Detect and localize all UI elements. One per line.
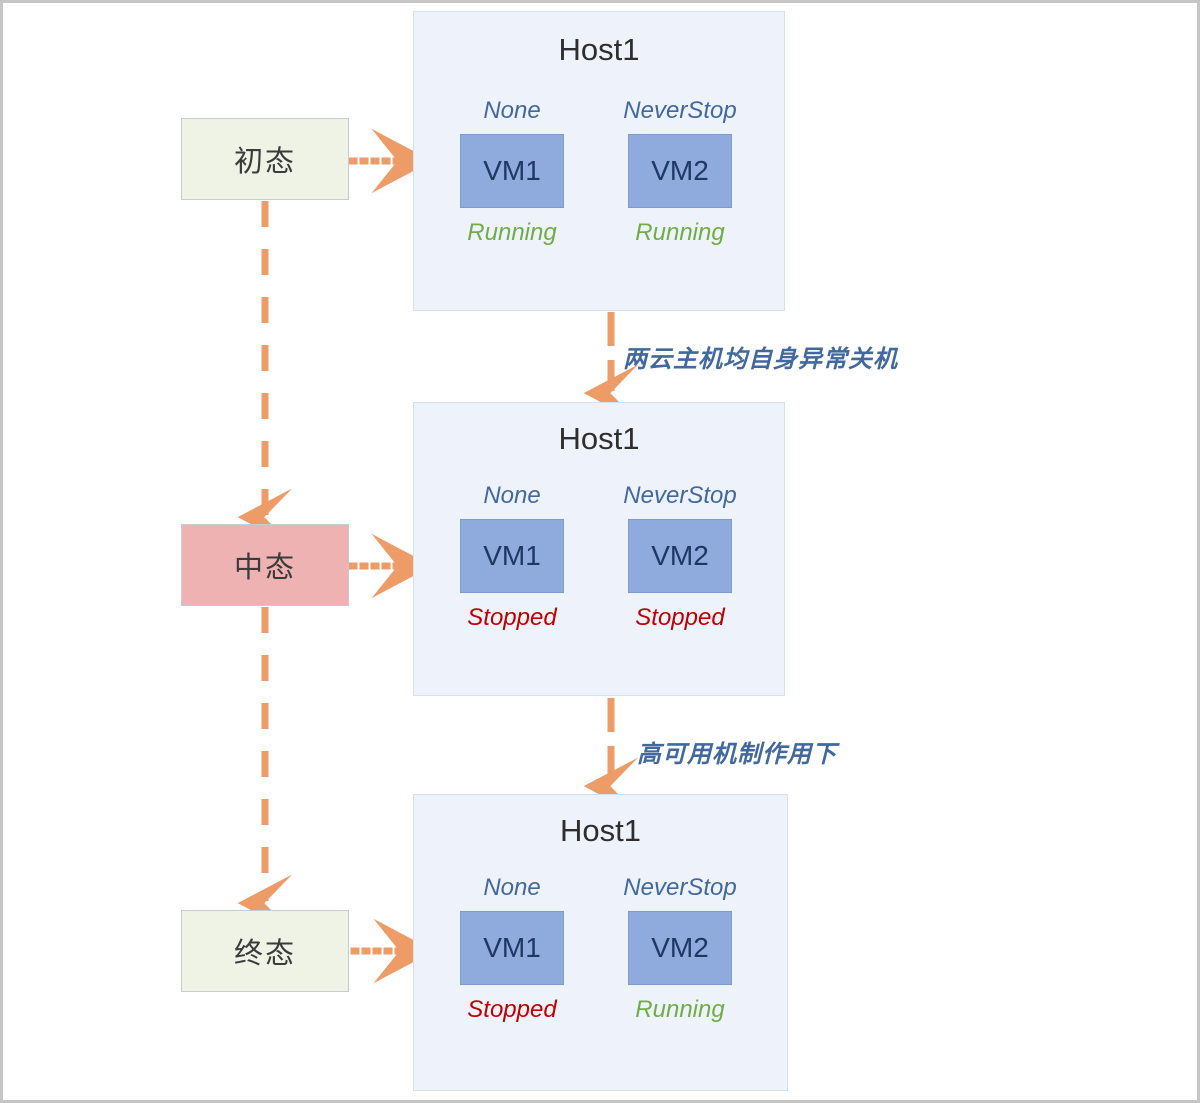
vm-column-host1-vm2[interactable]: NeverStop VM2 Running bbox=[600, 97, 760, 247]
vm-name-host3-vm1: VM1 bbox=[483, 932, 541, 964]
vm-status-host2-vm1: Stopped bbox=[467, 604, 557, 632]
vm-box-host1-vm1[interactable]: VM1 bbox=[460, 134, 564, 209]
vm-column-host2-vm1[interactable]: None VM1 Stopped bbox=[432, 482, 592, 632]
vm-box-host2-vm2[interactable]: VM2 bbox=[628, 519, 732, 594]
vm-column-host3-vm1[interactable]: None VM1 Stopped bbox=[432, 874, 592, 1024]
vm-box-host2-vm1[interactable]: VM1 bbox=[460, 519, 564, 594]
vm-name-host2-vm2: VM2 bbox=[651, 540, 709, 572]
vm-column-host3-vm2[interactable]: NeverStop VM2 Running bbox=[600, 874, 760, 1024]
edge-label-host2-to-host3: 高可用机制作用下 bbox=[637, 741, 837, 768]
host-panel-2[interactable]: Host1 None VM1 Stopped NeverStop VM2 Sto… bbox=[413, 402, 785, 696]
state-box-initial[interactable]: 初态 bbox=[181, 118, 349, 200]
vm-policy-host2-vm2: NeverStop bbox=[623, 482, 737, 509]
state-label-initial: 初态 bbox=[233, 146, 296, 178]
vm-name-host3-vm2: VM2 bbox=[651, 932, 709, 964]
vm-status-host1-vm1: Running bbox=[467, 219, 557, 247]
edge-label-host1-to-host2: 两云主机均自身异常关机 bbox=[623, 346, 898, 373]
vm-status-host2-vm2: Stopped bbox=[635, 604, 725, 632]
state-label-final: 终态 bbox=[233, 938, 296, 970]
vm-status-host3-vm1: Stopped bbox=[467, 996, 557, 1024]
state-box-middle[interactable]: 中态 bbox=[181, 524, 349, 606]
state-label-middle: 中态 bbox=[233, 552, 296, 584]
vm-policy-host1-vm2: NeverStop bbox=[623, 97, 737, 124]
vm-name-host1-vm1: VM1 bbox=[483, 155, 541, 187]
vm-box-host3-vm1[interactable]: VM1 bbox=[460, 911, 564, 986]
vm-policy-host2-vm1: None bbox=[483, 482, 541, 509]
vm-policy-host3-vm1: None bbox=[483, 874, 541, 901]
host-title-2: Host1 bbox=[558, 421, 640, 456]
vm-status-host3-vm2: Running bbox=[635, 996, 725, 1024]
vm-name-host2-vm1: VM1 bbox=[483, 540, 541, 572]
vm-policy-host3-vm2: NeverStop bbox=[623, 874, 737, 901]
host-title-3: Host1 bbox=[560, 813, 641, 848]
vm-status-host1-vm2: Running bbox=[635, 219, 725, 247]
host-panel-3[interactable]: Host1 None VM1 Stopped NeverStop VM2 Run… bbox=[413, 794, 788, 1091]
state-box-final[interactable]: 终态 bbox=[181, 910, 349, 992]
vm-box-host1-vm2[interactable]: VM2 bbox=[628, 134, 732, 209]
vm-column-host1-vm1[interactable]: None VM1 Running bbox=[432, 97, 592, 247]
vm-box-host3-vm2[interactable]: VM2 bbox=[628, 911, 732, 986]
host-title-1: Host1 bbox=[558, 32, 640, 67]
vm-name-host1-vm2: VM2 bbox=[651, 155, 709, 187]
vm-policy-host1-vm1: None bbox=[483, 97, 541, 124]
vm-column-host2-vm2[interactable]: NeverStop VM2 Stopped bbox=[600, 482, 760, 632]
host-panel-1[interactable]: Host1 None VM1 Running NeverStop VM2 Run… bbox=[413, 11, 785, 311]
